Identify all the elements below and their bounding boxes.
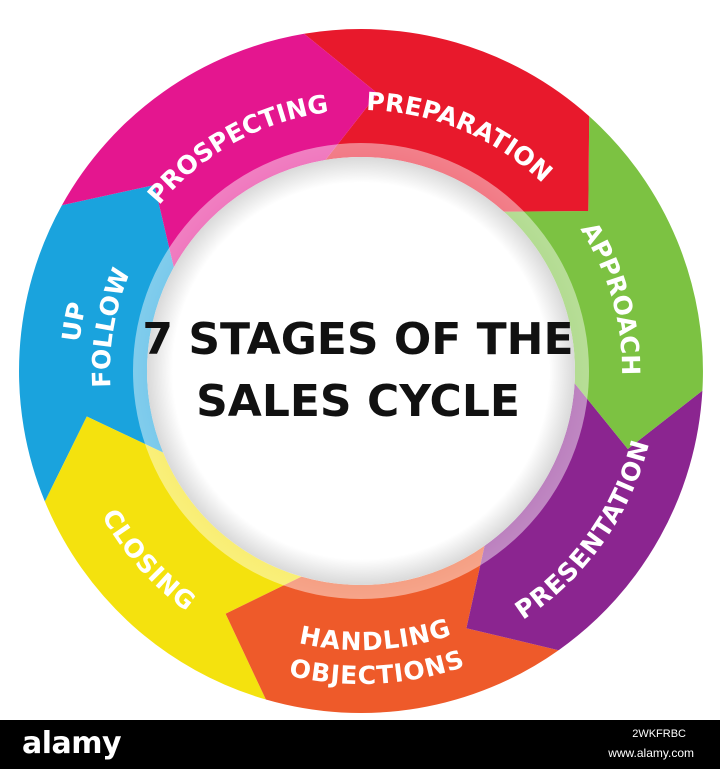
stage-label-follow-up-line-2: UP (56, 299, 91, 343)
footer-url: www.alamy.com (608, 746, 694, 760)
stage-arrow-presentation (466, 383, 703, 651)
footer-image-code: 2WKFRBC (632, 728, 686, 740)
stage-arrow-approach (503, 116, 703, 450)
stage-arrow-follow-up (19, 185, 174, 502)
stage-arrow-preparation (304, 29, 590, 212)
center-circle (147, 157, 575, 585)
stage-arrow-prospecting (61, 33, 378, 268)
footer-brand: alamy (22, 726, 122, 761)
center-title-line-2: SALES CYCLE (196, 376, 520, 427)
center-title-line-1: 7 STAGES OF THE (142, 314, 573, 365)
footer-bar: alamy 2WKFRBC www.alamy.com (0, 720, 720, 769)
stage-arrow-closing (44, 416, 302, 700)
